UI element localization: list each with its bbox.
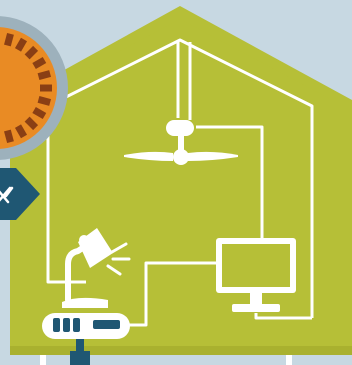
- monitor-screen: [222, 244, 290, 287]
- fan-motor: [166, 120, 194, 136]
- monitor-neck: [250, 293, 262, 305]
- ground-strip: [6, 355, 352, 365]
- strip-outlet-2: [63, 318, 70, 332]
- plug-body: [70, 351, 90, 365]
- power-strip-icon: [42, 313, 130, 339]
- sun-tick: [7, 34, 10, 46]
- house-ground: [10, 346, 352, 356]
- sun-tick: [39, 99, 51, 102]
- strip-outlet-3: [73, 318, 80, 332]
- lamp-joint: [79, 235, 89, 245]
- sun-tick: [7, 131, 10, 143]
- ground-tick-2: [286, 355, 292, 365]
- strip-outlet-1: [53, 318, 60, 332]
- monitor-base: [232, 304, 280, 312]
- fan-hub: [173, 149, 189, 165]
- strip-switch: [93, 320, 120, 329]
- fan-rod: [178, 135, 184, 151]
- sun-tick: [39, 74, 51, 77]
- ground-tick-1: [40, 355, 46, 365]
